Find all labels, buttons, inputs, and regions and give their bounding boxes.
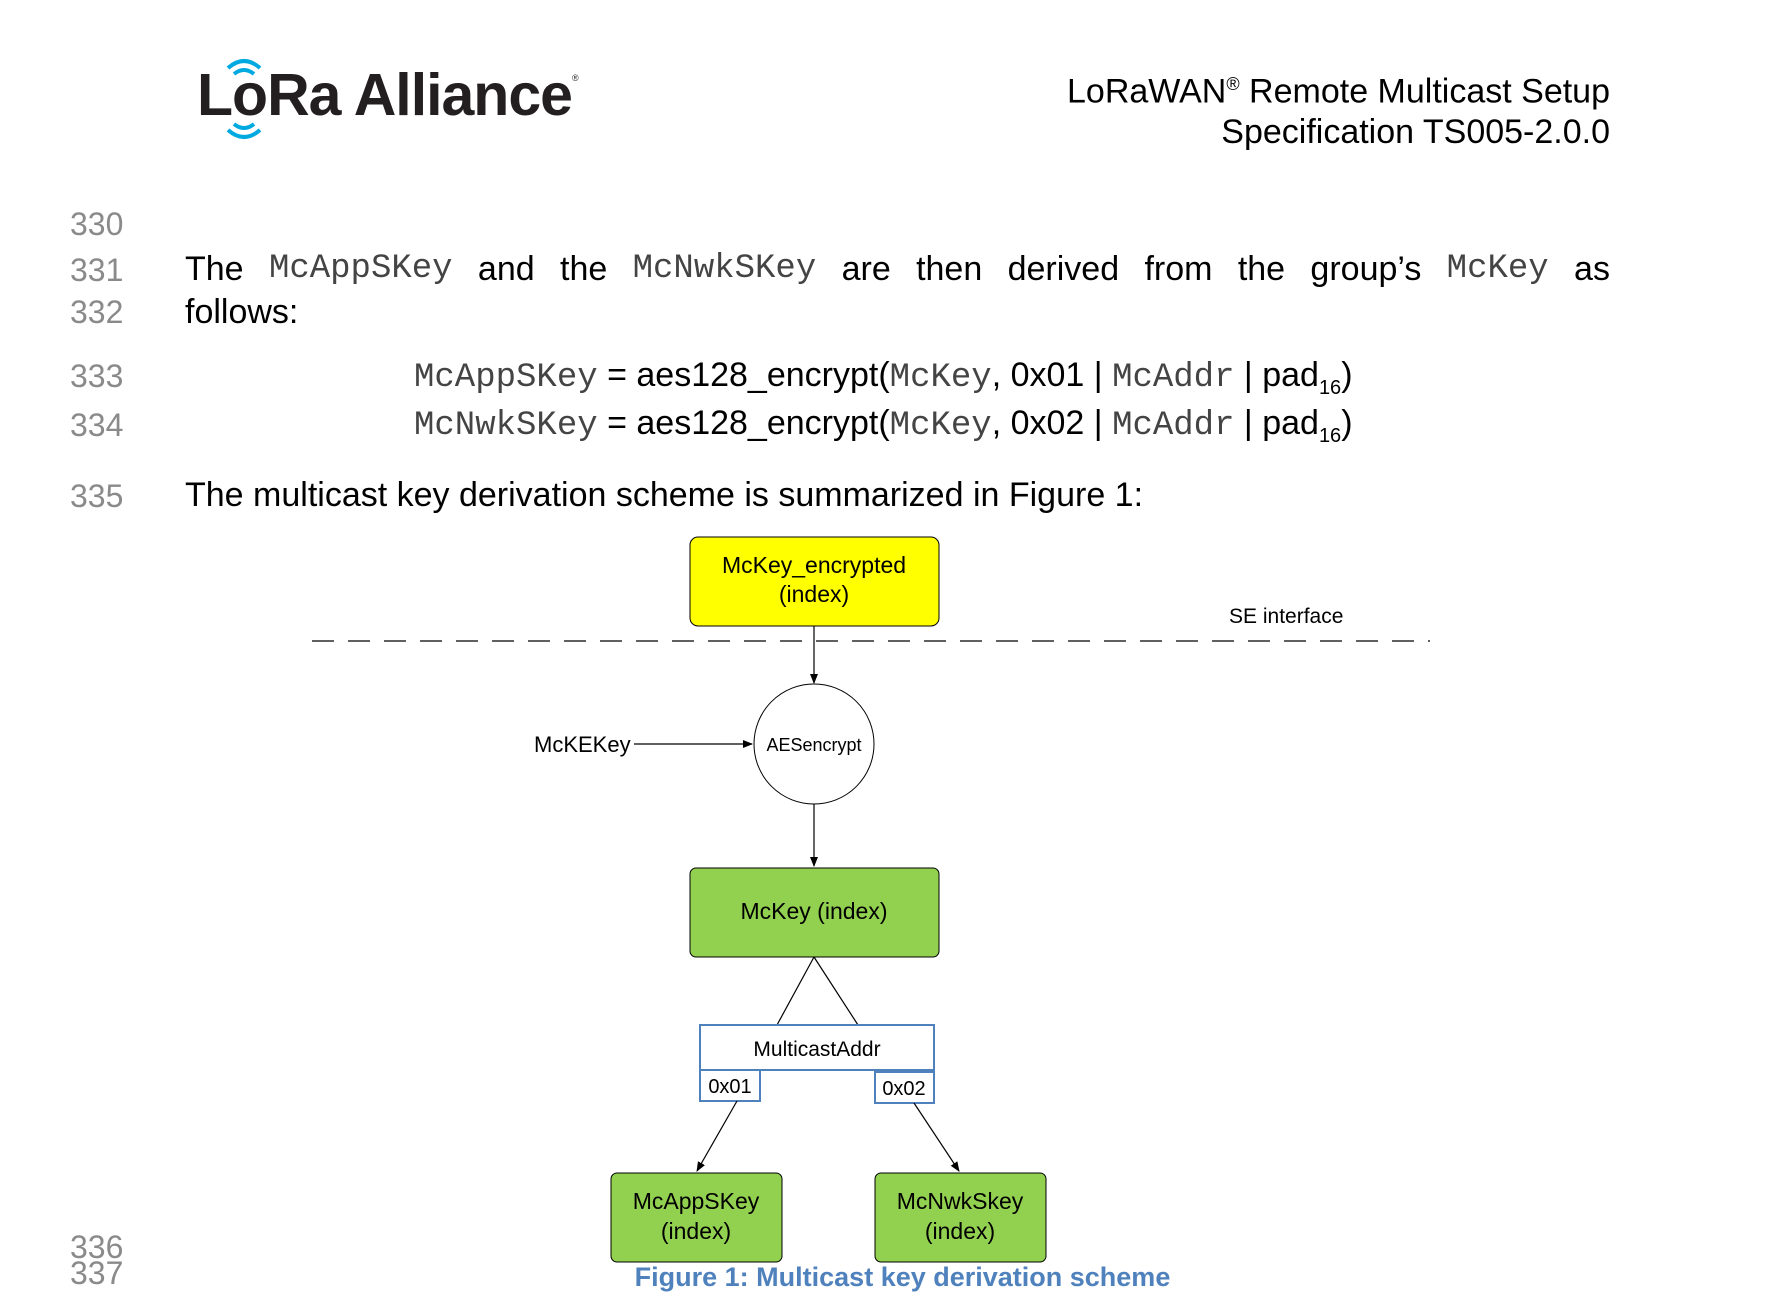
- const-0x02-box: [874, 1071, 935, 1104]
- mcappskey-box: [610, 1172, 783, 1263]
- mckey-encrypted-index: (index): [779, 581, 849, 607]
- mcnwkskey-box: [874, 1172, 1047, 1263]
- se-interface-label: SE interface: [1229, 605, 1343, 628]
- line-number: 337: [70, 1255, 124, 1291]
- formula-mcappskey: McAppSKey = aes128_encrypt(McKey, 0x01 |…: [414, 356, 1353, 399]
- multicast-addr-label: MulticastAddr: [753, 1038, 880, 1061]
- split-line-left: [776, 956, 815, 1026]
- multicast-addr-box: [699, 1024, 935, 1071]
- arrow-to-mcappskey: [696, 1100, 738, 1172]
- logo-registered-mark: ®: [571, 73, 579, 83]
- paragraph-line-332: follows:: [185, 293, 299, 331]
- aes-encrypt-label: AESencrypt: [766, 735, 861, 755]
- line-number: 334: [70, 407, 124, 443]
- const-0x01-box: [699, 1069, 761, 1102]
- document-header: LoRaWAN® Remote Multicast Setup Specific…: [1067, 64, 1610, 153]
- mcappskey-label: McAppSKey: [633, 1188, 760, 1214]
- formula-mcnwkskey: McNwkSKey = aes128_encrypt(McKey, 0x02 |…: [414, 404, 1353, 447]
- line-number: 330: [70, 206, 124, 242]
- figure-caption: Figure 1: Multicast key derivation schem…: [634, 1262, 1171, 1292]
- line-number: 332: [70, 294, 124, 330]
- split-line-right: [813, 956, 859, 1026]
- paragraph-line-331: The McAppSKey and the McNwkSKey are then…: [185, 250, 1610, 288]
- header-subtitle: Specification TS005-2.0.0: [1221, 113, 1610, 152]
- line-number: 331: [70, 252, 124, 288]
- mckekey-label: McKEKey: [534, 732, 631, 757]
- arrow-to-mcnwkskey: [913, 1102, 960, 1172]
- mckey-label: McKey (index): [741, 898, 888, 924]
- paragraph-line-335: The multicast key derivation scheme is s…: [185, 476, 1144, 514]
- mckey-encrypted-label: McKey_encrypted: [722, 552, 906, 578]
- mcnwkskey-index: (index): [925, 1218, 995, 1244]
- line-number: 333: [70, 358, 124, 394]
- lora-alliance-logo: LoRa Alliance®: [192, 56, 592, 156]
- mcappskey-index: (index): [661, 1218, 731, 1244]
- header-title: LoRaWAN® Remote Multicast Setup: [1067, 72, 1610, 111]
- line-number: 335: [70, 478, 124, 514]
- mcnwkskey-label: McNwkSkey: [897, 1188, 1024, 1214]
- logo-waves-icon: [226, 59, 262, 139]
- const-0x01-label: 0x01: [708, 1076, 751, 1098]
- logo-text: LoRa Alliance: [197, 62, 573, 128]
- line-number: 336: [70, 1229, 124, 1265]
- const-0x02-label: 0x02: [882, 1078, 925, 1100]
